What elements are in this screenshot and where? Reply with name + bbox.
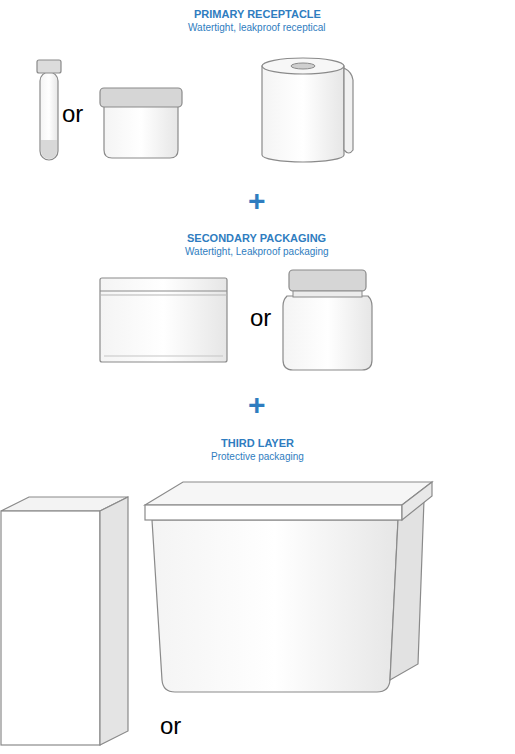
bag-body (100, 278, 227, 362)
tub-side (390, 500, 424, 680)
jar-lid (289, 270, 366, 291)
tube-cap (37, 60, 61, 73)
section-subtitle: Watertight, leakproof receptical (188, 22, 325, 34)
bag-fold (104, 356, 223, 357)
roll-body (262, 66, 344, 162)
roll-hole (291, 63, 315, 69)
plus-sign: + (248, 184, 266, 219)
jar-body (283, 296, 372, 370)
or-text: or (62, 100, 83, 128)
box-front (1, 511, 100, 745)
bag-zip (100, 295, 227, 296)
jar-lid (100, 88, 182, 107)
tub-lid-edge (145, 505, 402, 520)
jar-neck (293, 291, 362, 297)
section-heading: PRIMARY RECEPTACLE (194, 8, 321, 21)
section-subtitle: Protective packaging (211, 451, 304, 463)
section-subtitle: Watertight, Leakproof packaging (185, 246, 329, 258)
or-text: or (160, 712, 181, 740)
roll-top (262, 58, 344, 74)
or-text: or (250, 304, 271, 332)
tube-body (40, 72, 58, 160)
roll-sheet (344, 68, 353, 153)
section-heading: SECONDARY PACKAGING (187, 232, 326, 245)
tube-liquid (41, 140, 57, 159)
plus-sign: + (248, 388, 266, 423)
tub-lid-top (145, 482, 432, 505)
section-heading: THIRD LAYER (221, 437, 294, 450)
box-side (100, 497, 128, 745)
tub-lid-side (402, 482, 432, 520)
jar-body (104, 106, 178, 158)
bag-zip (100, 290, 227, 291)
tub-body (152, 520, 398, 692)
